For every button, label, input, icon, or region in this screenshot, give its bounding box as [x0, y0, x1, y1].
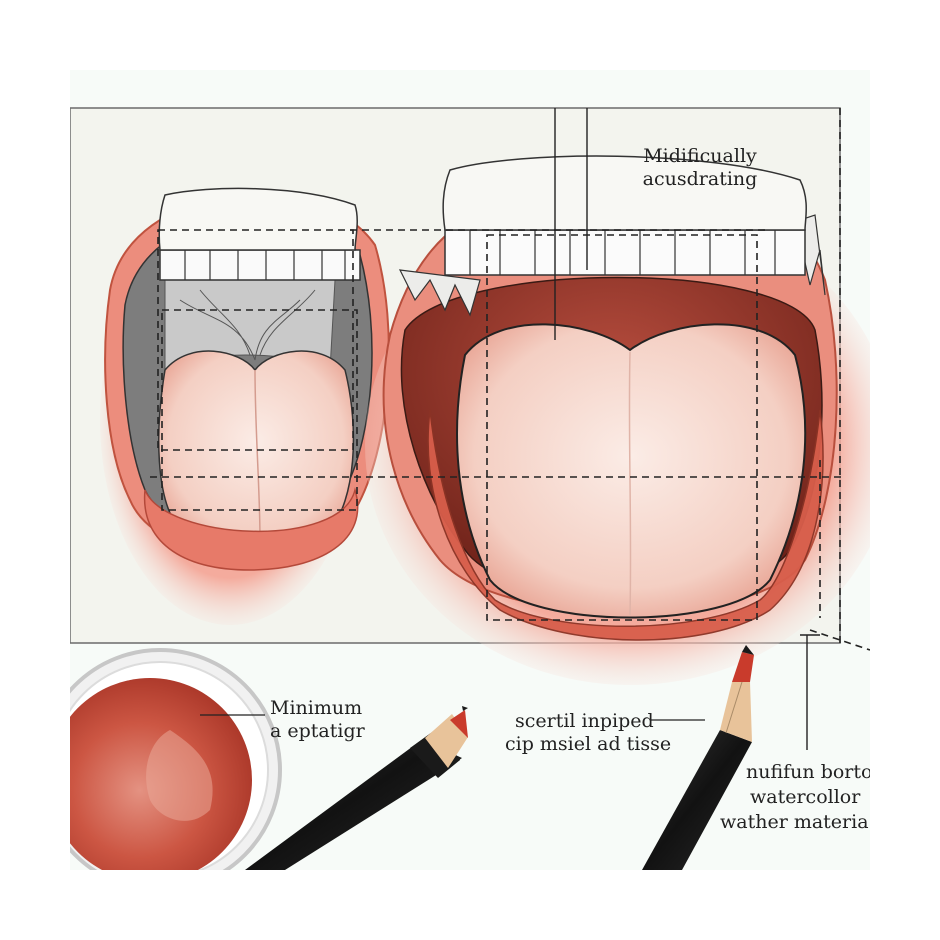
label-top: Midificually acusdrating — [610, 145, 790, 191]
anatomy-illustration — [70, 107, 870, 870]
label-right-line1: nufifun borto — [746, 761, 870, 783]
label-mid-line2: cip msiel ad tisse — [505, 733, 672, 755]
watercolor-pan-icon — [70, 648, 282, 870]
pencil-right-icon — [642, 645, 754, 870]
guide-lines — [554, 108, 820, 750]
label-top-line1: Midificually — [643, 145, 757, 167]
measurement-guides — [150, 108, 870, 651]
label-mid-line1: scertil inpiped — [515, 710, 654, 732]
label-top-line2: acusdrating — [642, 168, 758, 190]
label-left-line2: a eptatigr — [270, 720, 365, 742]
right-mouth-drawing — [365, 155, 870, 685]
label-right: nufifun borto watercollor wather materia — [720, 760, 870, 835]
leader-lines — [200, 714, 705, 721]
pencil-left-icon — [245, 706, 468, 870]
label-right-line2: watercollor — [750, 786, 861, 808]
illustration-canvas: Midificually acusdrating Minimum a eptat… — [70, 70, 870, 870]
label-mid: scertil inpiped cip msiel ad tisse — [505, 710, 705, 756]
left-mouth-drawing — [100, 187, 390, 625]
label-left: Minimum a eptatigr — [270, 697, 420, 743]
label-left-line1: Minimum — [270, 697, 363, 719]
label-right-line3: wather materia — [720, 811, 869, 833]
